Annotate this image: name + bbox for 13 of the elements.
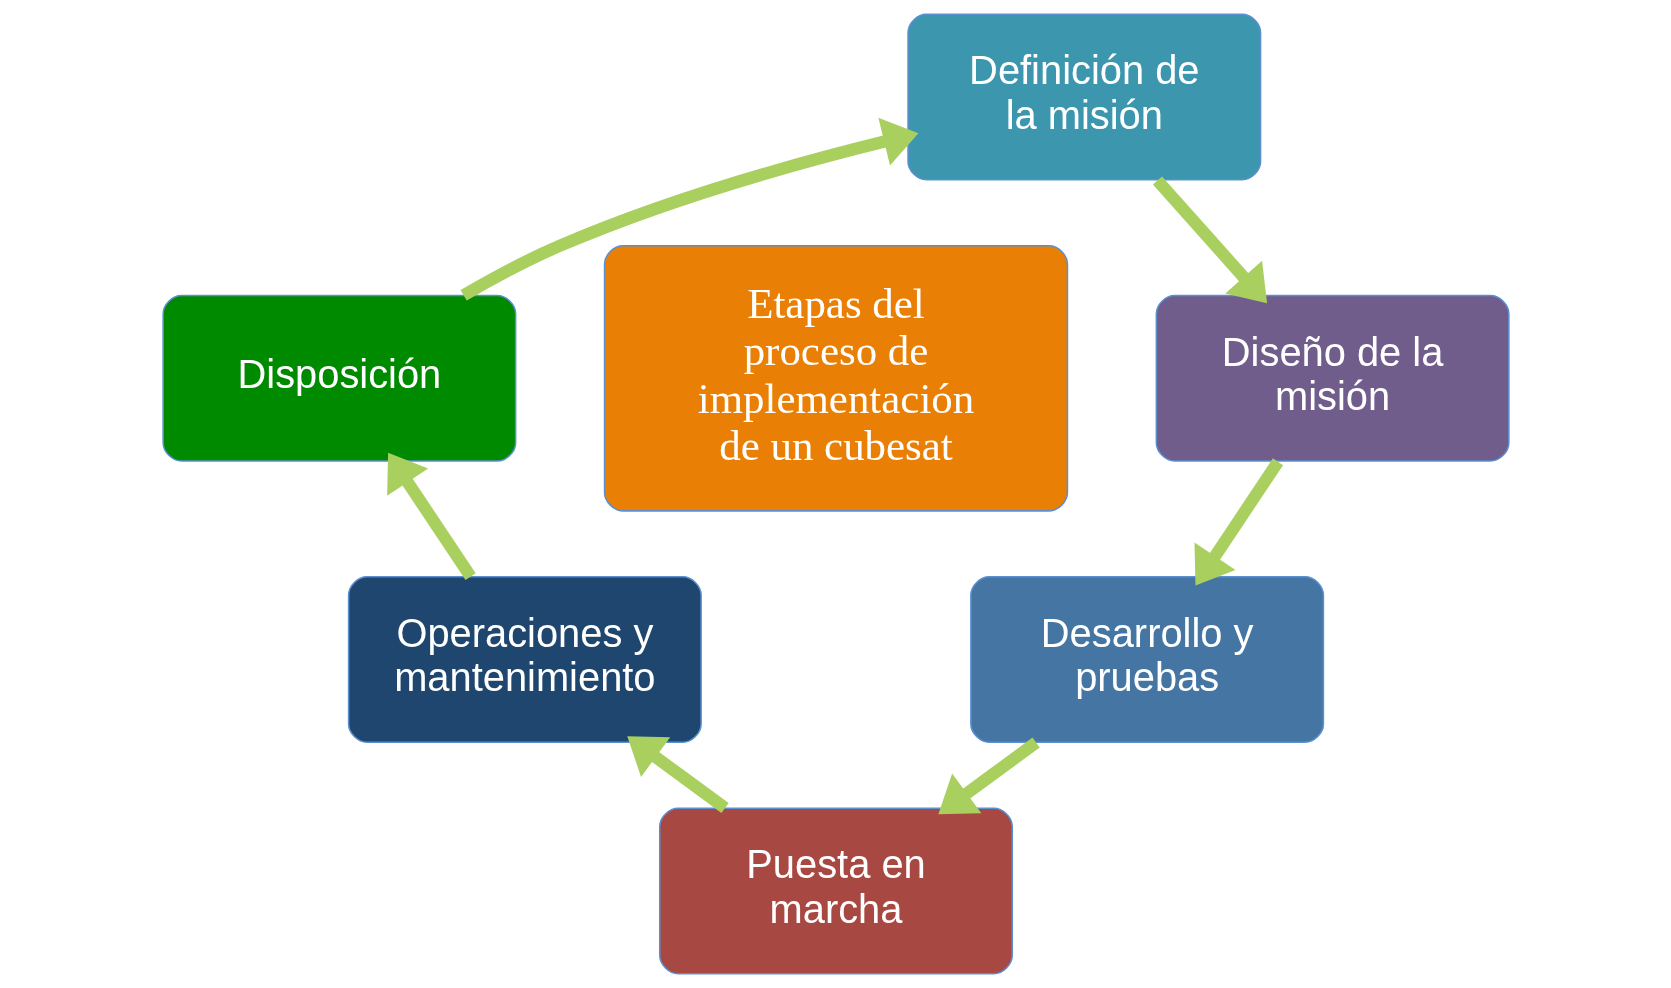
arrow [386,452,476,581]
arrow [460,117,918,301]
node-box: Puesta en marcha [658,807,1013,975]
node-box: Operaciones y mantenimiento [347,576,702,744]
node-box: Disposición [161,294,516,462]
node-box: Etapas del proceso de implementación de un cubesat [603,244,1068,512]
arrow [1152,176,1267,304]
arrow [1194,458,1283,586]
node-box: Definición de la misión [906,13,1261,181]
arrow [937,737,1040,815]
node-box: Desarrollo y pruebas [969,576,1324,744]
arrow [626,736,729,813]
node-box: Diseño de la misión [1155,294,1510,462]
